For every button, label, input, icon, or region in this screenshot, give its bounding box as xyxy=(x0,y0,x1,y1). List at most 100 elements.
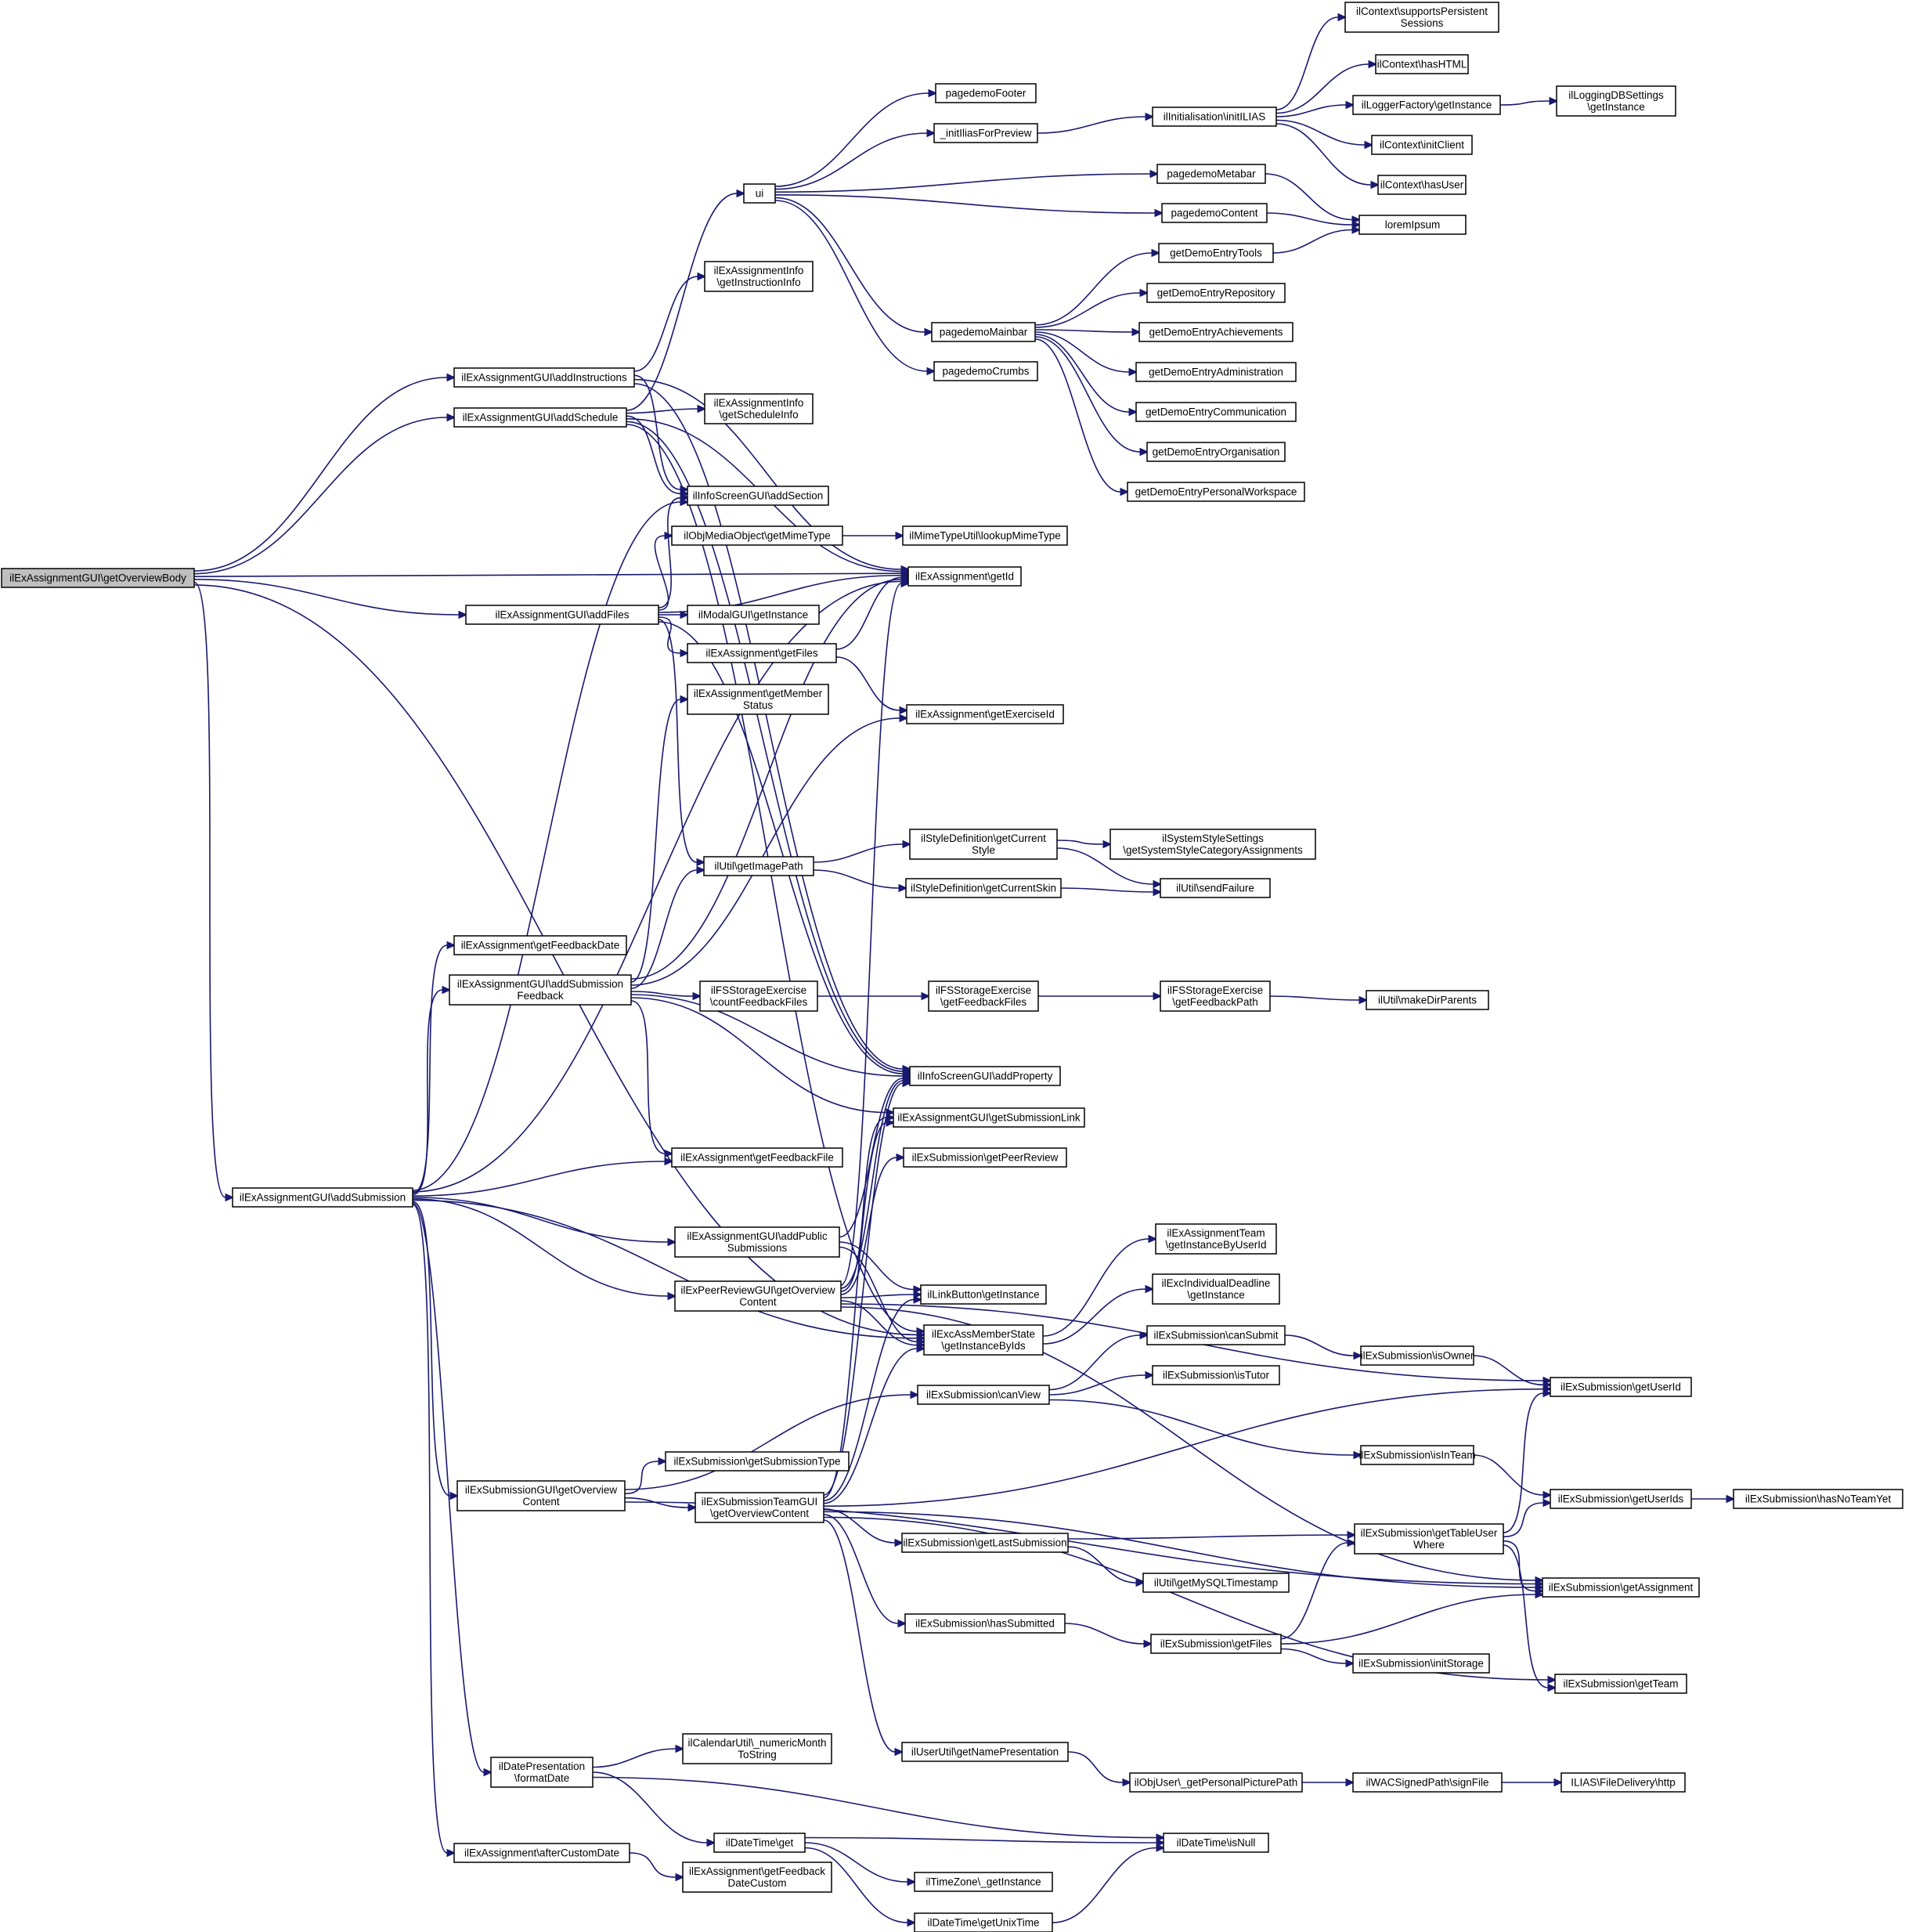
function-node[interactable]: pagedemoMetabar xyxy=(1156,164,1266,184)
function-node[interactable]: ilExcIndividualDeadline\getInstance xyxy=(1152,1273,1280,1305)
function-node[interactable]: ilExAssignmentGUI\addFiles xyxy=(465,605,659,625)
function-node[interactable]: getDemoEntryAdministration xyxy=(1135,362,1297,382)
function-node[interactable]: ILIAS\FileDelivery\http xyxy=(1560,1772,1686,1793)
function-node[interactable]: ilWACSignedPath\signFile xyxy=(1352,1772,1503,1793)
function-node[interactable]: ilExAssignmentGUI\addSubmission xyxy=(232,1187,413,1208)
function-node[interactable]: loremIpsum xyxy=(1358,215,1467,235)
function-node[interactable]: getDemoEntryAchievements xyxy=(1138,322,1293,342)
function-node[interactable]: ilObjMediaObject\getMimeType xyxy=(671,525,843,546)
function-node[interactable]: ilFSStorageExercise\countFeedbackFiles xyxy=(699,980,818,1012)
call-edge-n71-n65 xyxy=(1503,1498,1553,1538)
function-node[interactable]: ilLoggerFactory\getInstance xyxy=(1352,95,1501,115)
function-node[interactable]: ilExSubmission\isTutor xyxy=(1152,1365,1280,1385)
function-node[interactable]: _initIliasForPreview xyxy=(933,123,1038,143)
function-node[interactable]: ilStyleDefinition\getCurrentSkin xyxy=(905,878,1062,898)
function-node[interactable]: ilExAssignmentGUI\getOverviewBody xyxy=(1,568,195,588)
function-node[interactable]: ilTimeZone\_getInstance xyxy=(914,1872,1053,1892)
function-node[interactable]: ilUserUtil\getNamePresentation xyxy=(901,1742,1069,1762)
function-node[interactable]: ilExSubmission\hasSubmitted xyxy=(904,1613,1066,1634)
function-node[interactable]: ilExAssignmentGUI\addSchedule xyxy=(453,407,627,428)
function-node[interactable]: ilInfoScreenGUI\addProperty xyxy=(909,1066,1061,1086)
function-node[interactable]: ilObjUser\_getPersonalPicturePath xyxy=(1129,1772,1303,1793)
function-label: getDemoEntryTools xyxy=(1170,247,1262,259)
function-label: \getInstance xyxy=(1187,1289,1245,1301)
function-node[interactable]: ilLoggingDBSettings\getInstance xyxy=(1556,85,1676,117)
function-node[interactable]: ilExSubmission\getPeerReview xyxy=(903,1147,1067,1168)
function-node[interactable]: ilExAssignment\getId xyxy=(907,566,1022,587)
function-node[interactable]: ilInfoScreenGUI\addSection xyxy=(687,486,829,506)
function-node[interactable]: ilInitialisation\initILIAS xyxy=(1152,107,1277,127)
function-label: ilExSubmission\isTutor xyxy=(1163,1370,1270,1381)
function-node[interactable]: ilExAssignment\getFeedbackFile xyxy=(671,1147,843,1168)
function-node[interactable]: ilExSubmission\getAssignment xyxy=(1542,1577,1700,1598)
function-node[interactable]: ilSystemStyleSettings\getSystemStyleCate… xyxy=(1109,829,1316,860)
function-node[interactable]: ilExPeerReviewGUI\getOverviewContent xyxy=(674,1280,842,1312)
function-node[interactable]: ilFSStorageExercise\getFeedbackPath xyxy=(1160,980,1271,1012)
function-node[interactable]: ilDatePresentation\formatDate xyxy=(490,1757,594,1788)
function-node[interactable]: ilDateTime\isNull xyxy=(1163,1833,1269,1853)
function-node[interactable]: getDemoEntryOrganisation xyxy=(1146,442,1286,462)
call-edge-n12-n15 xyxy=(1056,847,1163,889)
function-node[interactable]: ilExAssignment\getFiles xyxy=(687,643,837,663)
function-node[interactable]: ilExSubmissionGUI\getOverviewContent xyxy=(456,1480,626,1511)
function-label: ilFSStorageExercise xyxy=(711,984,806,996)
function-node[interactable]: ilExAssignment\getExerciseId xyxy=(906,704,1064,724)
function-node[interactable]: ilExAssignmentGUI\getSubmissionLink xyxy=(893,1107,1085,1128)
function-node[interactable]: pagedemoCrumbs xyxy=(933,361,1038,381)
function-node[interactable]: ilExSubmission\initStorage xyxy=(1352,1653,1490,1674)
function-label: ilExAssignmentGUI\addPublic xyxy=(687,1230,828,1242)
function-node[interactable]: ilContext\hasUser xyxy=(1377,175,1467,195)
function-node[interactable]: ilExSubmission\getUserIds xyxy=(1550,1489,1692,1509)
function-label: ilExAssignment\getFeedbackDate xyxy=(461,940,620,952)
function-node[interactable]: ilExAssignmentInfo\getScheduleInfo xyxy=(704,393,814,424)
function-node[interactable]: ilExSubmission\getTeam xyxy=(1554,1674,1687,1694)
function-node[interactable]: pagedemoMainbar xyxy=(931,322,1036,342)
function-node[interactable]: ilExSubmission\getUserId xyxy=(1550,1377,1692,1397)
function-node[interactable]: getDemoEntryCommunication xyxy=(1135,402,1297,422)
function-label: ilExSubmission\getTableUser xyxy=(1361,1527,1498,1539)
function-node[interactable]: ilExSubmission\getFiles xyxy=(1150,1634,1282,1654)
function-node[interactable]: ilExSubmission\canView xyxy=(917,1385,1050,1405)
function-node[interactable]: ilExAssignmentInfo\getInstructionInfo xyxy=(704,261,814,292)
function-node[interactable]: ilContext\hasHTML xyxy=(1375,54,1469,74)
function-node[interactable]: ilExSubmission\getLastSubmission xyxy=(901,1533,1069,1553)
function-node[interactable]: ilExAssignment\getFeedbackDate xyxy=(453,935,627,955)
function-node[interactable]: ilDateTime\get xyxy=(713,1833,806,1853)
call-edge-n21-n24 xyxy=(1275,100,1355,117)
function-node[interactable]: ilExSubmission\isInTeam xyxy=(1358,1445,1476,1465)
function-node[interactable]: ilExSubmission\getSubmissionType xyxy=(665,1451,850,1472)
function-node[interactable]: ilExcAssMemberState\getInstanceByIds xyxy=(923,1324,1044,1356)
function-node[interactable]: ilDateTime\getUnixTime xyxy=(914,1912,1053,1932)
function-node[interactable]: ilMimeTypeUtil\lookupMimeType xyxy=(902,525,1068,546)
function-node[interactable]: ilExSubmission\hasNoTeamYet xyxy=(1733,1489,1903,1509)
function-node[interactable]: ilExAssignmentGUI\addInstructions xyxy=(453,367,635,388)
function-node[interactable]: ilUtil\sendFailure xyxy=(1160,878,1271,898)
function-node[interactable]: ilUtil\getMySQLTimestamp xyxy=(1142,1573,1290,1593)
function-node[interactable]: ilLinkButton\getInstance xyxy=(920,1284,1047,1305)
function-node[interactable]: ilExAssignment\afterCustomDate xyxy=(453,1843,630,1863)
function-node[interactable]: pagedemoContent xyxy=(1161,203,1268,223)
function-node[interactable]: ilModalGUI\getInstance xyxy=(687,605,820,625)
function-node[interactable]: ui xyxy=(743,183,776,204)
function-node[interactable]: ilExSubmission\canSubmit xyxy=(1146,1325,1286,1345)
function-node[interactable]: ilExSubmission\isOwner xyxy=(1360,1345,1474,1366)
function-node[interactable]: getDemoEntryTools xyxy=(1158,243,1274,263)
function-node[interactable]: ilUtil\makeDirParents xyxy=(1366,990,1489,1010)
function-node[interactable]: ilFSStorageExercise\getFeedbackFiles xyxy=(928,980,1039,1012)
function-node[interactable]: ilExAssignmentTeam\getInstanceByUserId xyxy=(1155,1223,1277,1255)
function-node[interactable]: getDemoEntryPersonalWorkspace xyxy=(1127,482,1305,502)
function-node[interactable]: getDemoEntryRepository xyxy=(1146,283,1286,303)
function-node[interactable]: pagedemoFooter xyxy=(935,83,1037,103)
function-node[interactable]: ilContext\initClient xyxy=(1371,135,1473,155)
function-node[interactable]: ilUtil\getImagePath xyxy=(703,856,814,876)
function-node[interactable]: ilExSubmissionTeamGUI\getOverviewContent xyxy=(695,1492,824,1523)
call-edge-n60-n63 xyxy=(1048,1370,1155,1396)
